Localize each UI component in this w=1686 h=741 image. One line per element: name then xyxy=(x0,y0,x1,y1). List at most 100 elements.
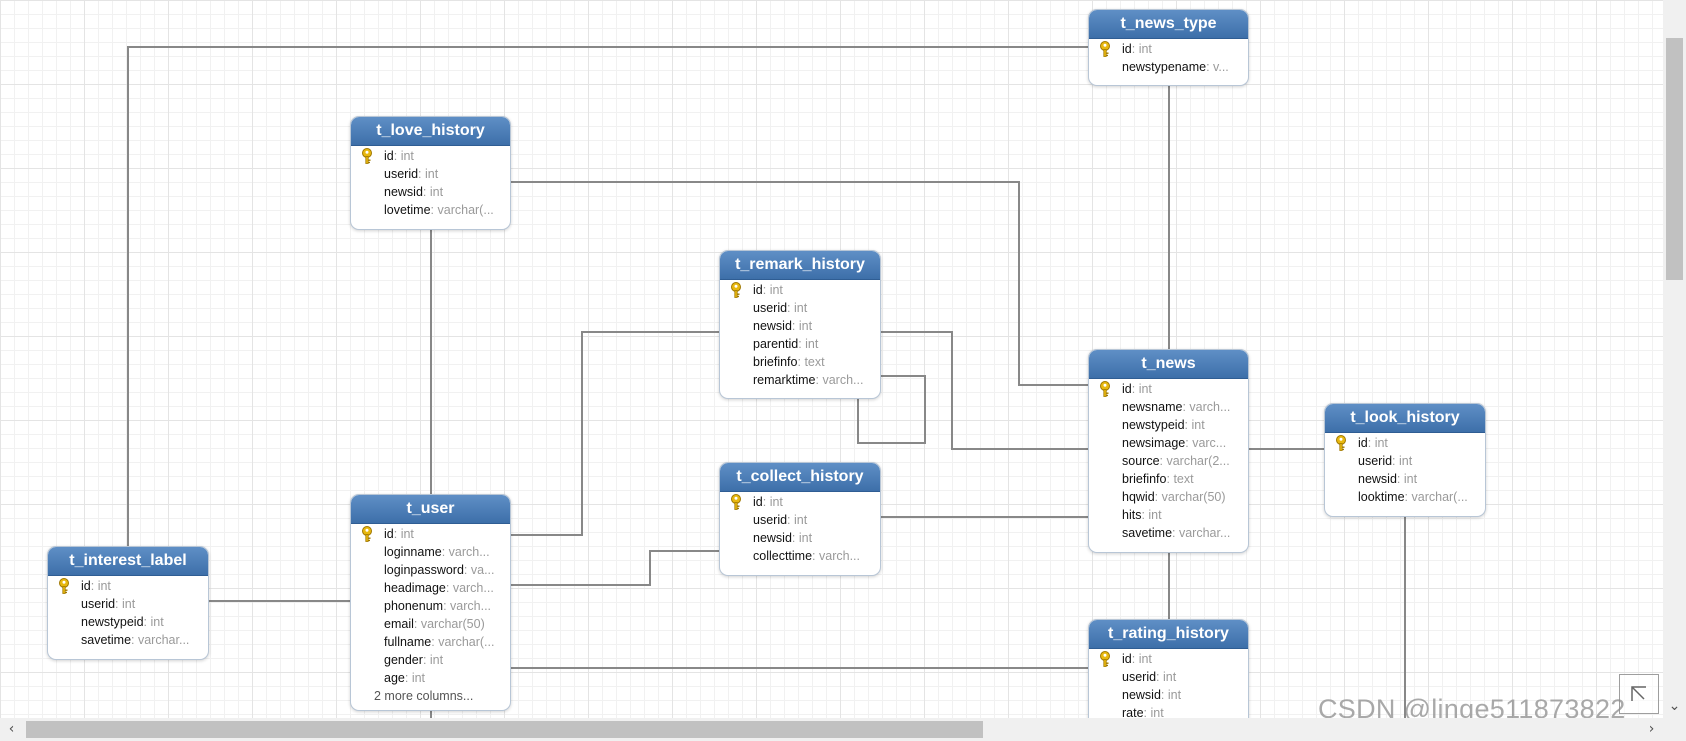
key-icon xyxy=(731,282,741,298)
chevron-left-icon[interactable]: ‹ xyxy=(8,721,15,737)
chevron-down-icon[interactable]: ⌄ xyxy=(1668,698,1681,714)
column-row[interactable]: id: int xyxy=(720,493,880,511)
column-row[interactable]: fullname: varchar(... xyxy=(351,633,510,651)
key-icon xyxy=(59,578,69,594)
column-row[interactable]: remarktime: varch... xyxy=(720,371,880,389)
column-row[interactable]: loginpassword: va... xyxy=(351,561,510,579)
relation-line[interactable] xyxy=(509,331,719,536)
column-type-separator: : xyxy=(413,617,421,631)
table-title[interactable]: t_love_history xyxy=(351,117,510,146)
column-row[interactable]: id: int xyxy=(1089,40,1248,58)
column-row[interactable]: briefinfo: text xyxy=(1089,470,1248,488)
column-row[interactable]: hqwid: varchar(50) xyxy=(1089,488,1248,506)
column-row[interactable]: newsimage: varc... xyxy=(1089,434,1248,452)
column-name: savetime xyxy=(81,633,132,647)
column-type-separator: : xyxy=(131,633,138,647)
relation-line[interactable] xyxy=(127,46,1088,552)
column-type: int xyxy=(1138,652,1152,666)
column-row[interactable]: userid: int xyxy=(720,299,880,317)
column-row[interactable]: gender: int xyxy=(351,651,510,669)
column-row[interactable]: savetime: varchar... xyxy=(1089,524,1248,542)
relation-line[interactable] xyxy=(879,331,1088,450)
column-row[interactable]: userid: int xyxy=(720,511,880,529)
column-row[interactable]: id: int xyxy=(351,147,510,165)
column-row[interactable]: lovetime: varchar(... xyxy=(351,201,510,219)
column-row[interactable]: id: int xyxy=(720,281,880,299)
column-type-separator: : xyxy=(1131,382,1139,396)
table-title[interactable]: t_look_history xyxy=(1325,404,1485,433)
column-row[interactable]: userid: int xyxy=(1089,668,1248,686)
column-row[interactable]: headimage: varch... xyxy=(351,579,510,597)
column-row[interactable]: newstypename: v... xyxy=(1089,58,1248,76)
column-row[interactable]: newsid: int xyxy=(351,183,510,201)
column-row[interactable]: newsid: int xyxy=(720,317,880,335)
table-title[interactable]: t_user xyxy=(351,495,510,524)
fit-to-view-button[interactable] xyxy=(1619,674,1659,714)
key-icon xyxy=(731,494,741,510)
column-row[interactable]: hits: int xyxy=(1089,506,1248,524)
watermark: CSDN @linge511873822 xyxy=(1318,694,1626,718)
relation-line[interactable] xyxy=(857,375,926,444)
column-type: int xyxy=(798,319,813,333)
column-type: varchar(... xyxy=(437,203,494,217)
column-row[interactable]: collecttime: varch... xyxy=(720,547,880,565)
column-row[interactable]: id: int xyxy=(48,577,208,595)
column-type-separator: : xyxy=(1396,472,1404,486)
relation-lines xyxy=(127,46,1406,718)
key-icon xyxy=(1100,651,1110,667)
column-type-separator: : xyxy=(393,527,401,541)
horizontal-scrollbar[interactable]: ‹ › xyxy=(0,718,1663,741)
column-row[interactable]: newstypeid: int xyxy=(48,613,208,631)
column-row[interactable]: briefinfo: text xyxy=(720,353,880,371)
column-row[interactable]: savetime: varchar... xyxy=(48,631,208,649)
column-row[interactable]: source: varchar(2... xyxy=(1089,452,1248,470)
column-name: hqwid xyxy=(1122,490,1155,504)
column-row[interactable]: age: int xyxy=(351,669,510,687)
table-title[interactable]: t_remark_history xyxy=(720,251,880,280)
table-title[interactable]: t_interest_label xyxy=(48,547,208,576)
column-row[interactable]: userid: int xyxy=(48,595,208,613)
more-columns-link[interactable]: 2 more columns... xyxy=(374,689,474,703)
column-row[interactable]: rate: int xyxy=(1089,704,1248,718)
column-row[interactable]: email: varchar(50) xyxy=(351,615,510,633)
column-row[interactable]: id: int xyxy=(1325,434,1485,452)
table-title[interactable]: t_collect_history xyxy=(720,463,880,492)
column-row[interactable]: newsname: varch... xyxy=(1089,398,1248,416)
column-row[interactable]: id: int xyxy=(1089,380,1248,398)
column-row[interactable]: looktime: varchar(... xyxy=(1325,488,1485,506)
vertical-scrollbar[interactable]: ⌄ xyxy=(1663,0,1686,718)
column-row[interactable]: userid: int xyxy=(351,165,510,183)
column-row[interactable]: parentid: int xyxy=(720,335,880,353)
column-type: varch... xyxy=(452,581,494,595)
relation-line[interactable] xyxy=(509,181,1088,386)
table-title[interactable]: t_news_type xyxy=(1089,10,1248,39)
column-row[interactable]: newsid: int xyxy=(720,529,880,547)
column-name: id xyxy=(1122,652,1132,666)
relation-line[interactable] xyxy=(509,550,719,586)
column-type-separator: : xyxy=(115,597,122,611)
column-row[interactable]: loginname: varch... xyxy=(351,543,510,561)
table-title[interactable]: t_news xyxy=(1089,350,1248,379)
column-row[interactable]: phonenum: varch... xyxy=(351,597,510,615)
horizontal-scroll-thumb[interactable] xyxy=(26,721,983,738)
chevron-right-icon[interactable]: › xyxy=(1648,721,1655,737)
column-row[interactable]: userid: int xyxy=(1325,452,1485,470)
column-row[interactable]: id: int xyxy=(1089,650,1248,668)
table-title[interactable]: t_rating_history xyxy=(1089,620,1248,649)
vertical-scroll-thumb[interactable] xyxy=(1666,38,1683,280)
column-row[interactable]: newstypeid: int xyxy=(1089,416,1248,434)
column-row[interactable]: id: int xyxy=(351,525,510,543)
column-type: int xyxy=(1138,382,1152,396)
column-row[interactable]: newsid: int xyxy=(1089,686,1248,704)
column-row[interactable]: newsid: int xyxy=(1325,470,1485,488)
